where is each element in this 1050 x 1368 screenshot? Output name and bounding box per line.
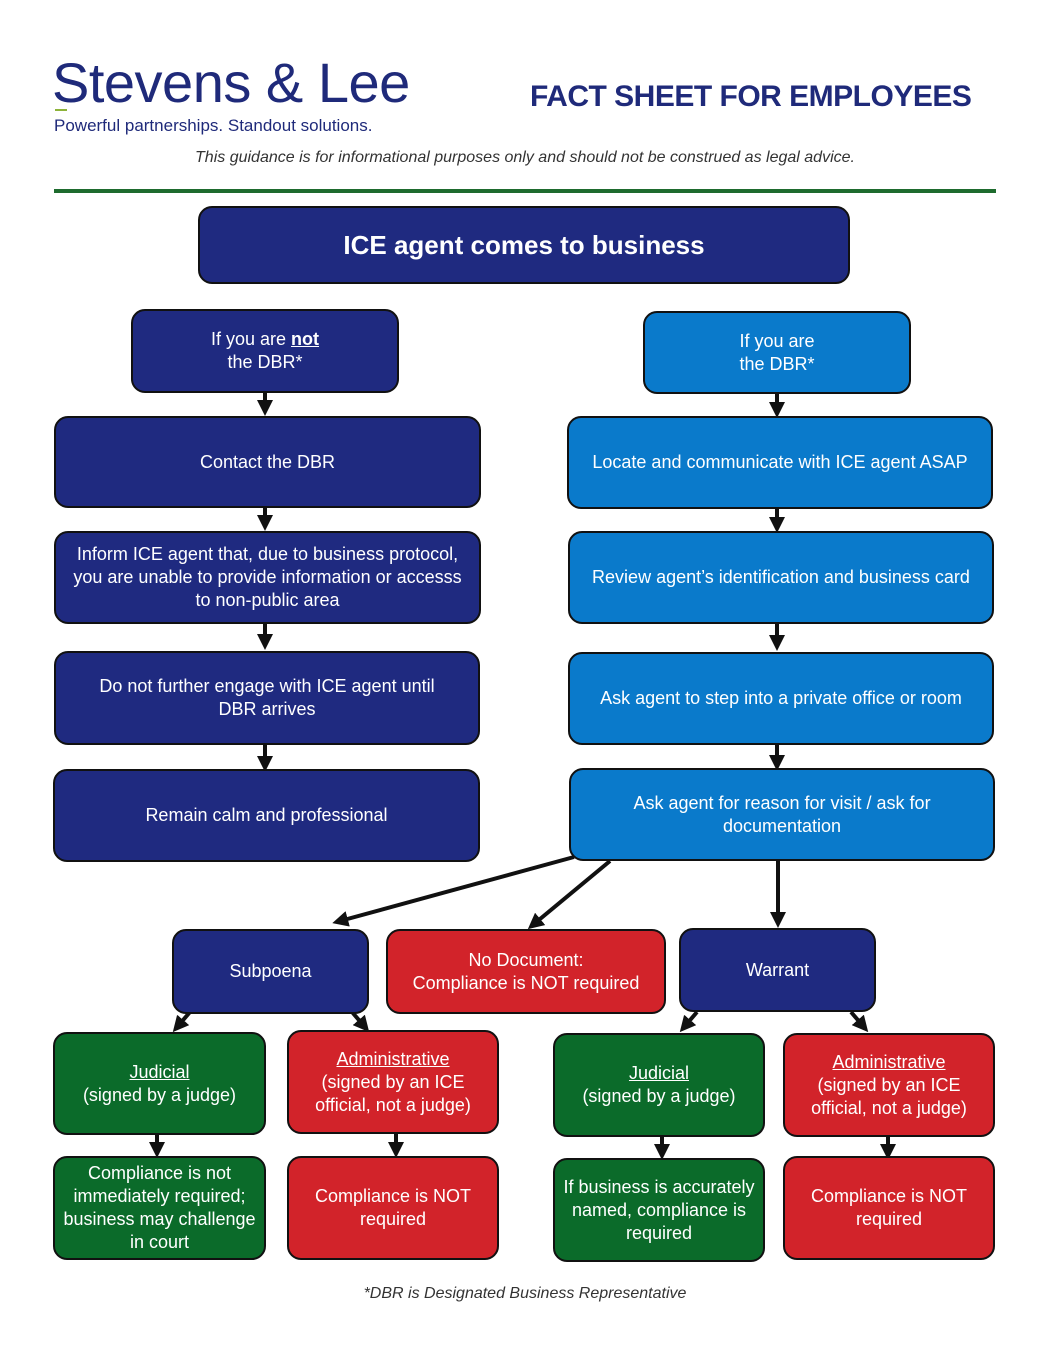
left-step-4-label: Remain calm and professional (145, 805, 388, 825)
arrow-warrant-admin (849, 1010, 869, 1033)
footnote: *DBR is Designated Business Representati… (363, 1285, 687, 1302)
right-header-line2: the DBR* (739, 353, 815, 374)
warrant-judicial-result-label: If business is accurately named, complia… (563, 1176, 755, 1243)
left-step-2: Inform ICE agent that, due to business p… (54, 531, 481, 624)
left-header-post: the DBR* (227, 352, 303, 372)
right-step-2: Review agent’s identification and busine… (568, 531, 994, 624)
left-header-emphasis: not (291, 329, 320, 349)
right-step-1-label: Locate and communicate with ICE agent AS… (592, 452, 968, 472)
no-document-line1: No Document: (468, 949, 584, 970)
no-document-line2: Compliance is NOT required (412, 972, 640, 993)
subpoena-judicial-title: Judicial (129, 1061, 190, 1082)
arrow-warrant-judicial (679, 1010, 699, 1033)
arrow-subpoena-admin (350, 1010, 370, 1033)
warrant-admin-desc: (signed by an ICE official, not a judge) (811, 1074, 967, 1118)
logo-wordmark: Stevens & Lee (52, 51, 410, 114)
arrow-to-subpoena (332, 855, 575, 927)
right-step-4-label: Ask agent for reason for visit / ask for… (633, 792, 931, 836)
left-branch-header: If you are not the DBR* (131, 309, 399, 393)
subpoena-node: Subpoena (172, 929, 369, 1014)
logo-tagline: Powerful partnerships. Standout solution… (54, 116, 373, 135)
subpoena-judicial-result-label: Compliance is not immediately required; … (63, 1163, 256, 1252)
right-branch-header: If you are the DBR* (643, 311, 911, 394)
no-document-node: No Document: Compliance is NOT required (386, 929, 666, 1014)
left-step-1-label: Contact the DBR (199, 451, 336, 472)
arrow-to-no-document (527, 859, 612, 930)
subpoena-label: Subpoena (229, 961, 312, 981)
right-step-2-label: Review agent’s identification and busine… (592, 567, 970, 587)
subpoena-admin-desc: (signed by an ICE official, not a judge) (315, 1071, 471, 1115)
arrow-subpoena-judicial (172, 1010, 192, 1033)
warrant-judicial-title: Judicial (628, 1063, 689, 1083)
warrant-judicial-result: If business is accurately named, complia… (553, 1158, 765, 1262)
subpoena-admin-result-label: Compliance is NOT required (314, 1186, 472, 1229)
disclaimer: This guidance is for informational purpo… (195, 149, 855, 166)
left-step-1: Contact the DBR (54, 416, 481, 508)
subpoena-admin-title: Administrative (336, 1048, 450, 1069)
left-step-3-label: Do not further engage with ICE agent unt… (99, 676, 435, 719)
warrant-admin-result-label: Compliance is NOT required (810, 1186, 968, 1229)
right-step-1: Locate and communicate with ICE agent AS… (567, 416, 993, 509)
subpoena-admin-node: Administrative (signed by an ICE officia… (287, 1030, 499, 1134)
right-header-line1: If you are (739, 330, 815, 351)
right-step-3: Ask agent to step into a private office … (568, 652, 994, 745)
subpoena-judicial-desc: (signed by a judge) (82, 1084, 237, 1105)
right-step-3-label: Ask agent to step into a private office … (600, 688, 962, 708)
warrant-admin-result: Compliance is NOT required (783, 1156, 995, 1260)
start-node-label: ICE agent comes to business (343, 229, 705, 260)
subpoena-admin-result: Compliance is NOT required (287, 1156, 499, 1260)
left-step-3: Do not further engage with ICE agent unt… (54, 651, 480, 745)
warrant-admin-node: Administrative (signed by an ICE officia… (783, 1033, 995, 1137)
warrant-judicial-desc: (signed by a judge) (582, 1086, 736, 1106)
start-node: ICE agent comes to business (198, 206, 850, 284)
left-header-pre: If you are (210, 329, 287, 349)
logo-accent-mark (55, 109, 67, 111)
warrant-label: Warrant (745, 959, 810, 980)
left-step-4: Remain calm and professional (53, 769, 480, 862)
warrant-node: Warrant (679, 928, 876, 1012)
subpoena-judicial-result: Compliance is not immediately required; … (53, 1156, 266, 1260)
header-divider (54, 189, 996, 193)
page-title: FACT SHEET FOR EMPLOYEES (530, 80, 972, 113)
left-step-2-label: Inform ICE agent that, due to business p… (73, 544, 462, 610)
warrant-admin-title: Administrative (832, 1051, 946, 1072)
right-step-4: Ask agent for reason for visit / ask for… (569, 768, 995, 861)
subpoena-judicial-node: Judicial (signed by a judge) (53, 1032, 266, 1135)
warrant-judicial-node: Judicial (signed by a judge) (553, 1033, 765, 1137)
